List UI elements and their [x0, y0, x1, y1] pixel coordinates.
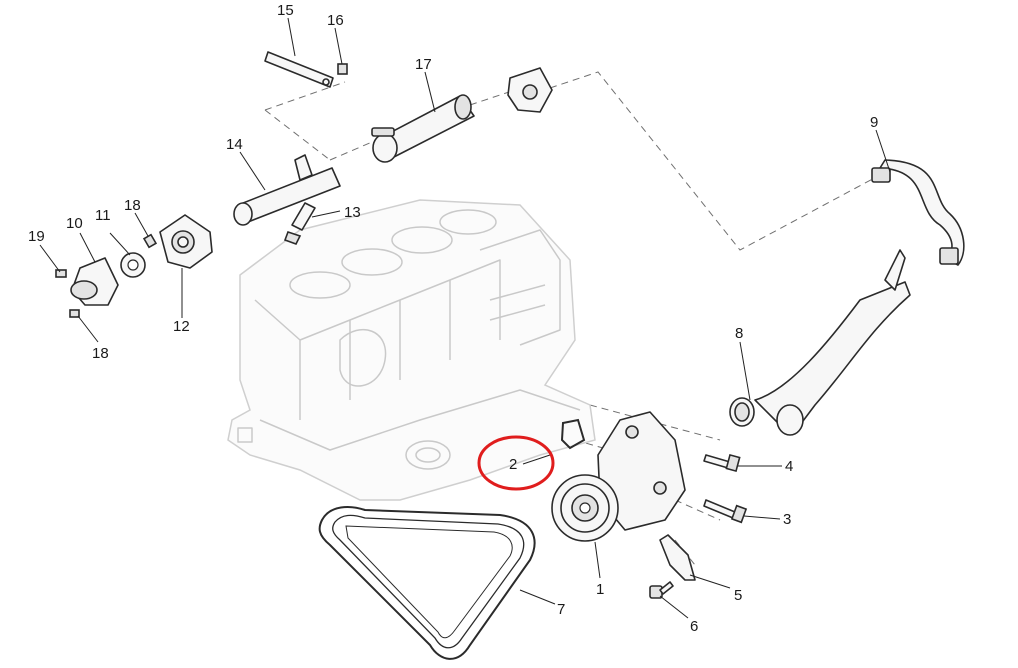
highlight-circle — [477, 435, 555, 491]
callout-16: 16 — [327, 12, 344, 29]
callout-4: 4 — [785, 458, 793, 475]
engine-block — [227, 199, 596, 501]
callout-15: 15 — [277, 2, 294, 19]
part-9-hose — [871, 159, 965, 266]
callout-3: 3 — [783, 511, 791, 528]
part-1-water-pump — [551, 411, 686, 542]
callout-1: 1 — [596, 581, 604, 598]
part-14-pipe — [233, 154, 341, 226]
callout-18-top: 18 — [124, 197, 141, 214]
callout-11: 11 — [95, 207, 111, 224]
part-2-gasket — [560, 418, 586, 450]
part-5-bracket — [659, 534, 696, 581]
callout-7: 7 — [557, 601, 565, 618]
callout-12: 12 — [173, 318, 190, 335]
callout-10: 10 — [66, 215, 83, 232]
thermostat-housing-flange — [507, 67, 553, 113]
part-11-gasket — [120, 252, 146, 278]
part-16-bolt — [337, 63, 348, 75]
bolt-icons — [55, 233, 158, 318]
part-7-drive-belt — [318, 506, 536, 660]
part-15-bracket — [264, 51, 334, 88]
callout-8: 8 — [735, 325, 743, 342]
callout-18-bottom: 18 — [92, 345, 109, 362]
callout-19: 19 — [28, 228, 45, 245]
callout-2: 2 — [509, 456, 517, 473]
callout-14: 14 — [226, 136, 243, 153]
callout-6: 6 — [690, 618, 698, 635]
part-10-outlet-fitting — [70, 257, 119, 306]
leader-lines — [39, 17, 891, 619]
part-17-hose — [371, 94, 475, 163]
callout-5: 5 — [734, 587, 742, 604]
part-12-thermostat-housing — [159, 214, 213, 269]
callout-9: 9 — [870, 114, 878, 131]
callout-17: 17 — [415, 56, 432, 73]
part-6-bolt — [649, 581, 674, 599]
callout-labels: 15 16 17 14 13 9 8 2 1 4 3 5 6 7 12 11 1… — [28, 2, 878, 635]
part-8-inlet-pipe — [729, 249, 911, 436]
part-13-temperature-sensor — [283, 202, 316, 245]
callout-13: 13 — [344, 204, 361, 221]
pump-bolts — [703, 453, 748, 524]
